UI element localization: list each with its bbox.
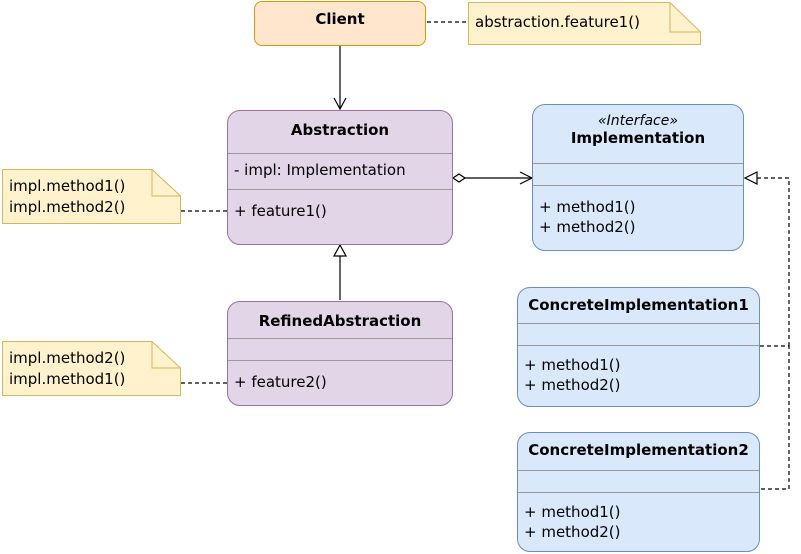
client-name: Client — [315, 10, 365, 28]
abstraction-note-line-1: impl.method1() — [9, 177, 126, 195]
aggregation-diamond — [451, 173, 467, 183]
abstraction-name: Abstraction — [290, 121, 390, 139]
implementation-header: «Interface» Implementation — [533, 105, 743, 147]
abstraction-class[interactable]: Abstraction - impl: Implementation + fea… — [227, 110, 453, 245]
refined-abstraction-class[interactable]: RefinedAbstraction + feature2() — [227, 301, 453, 406]
concrete-implementation-1-name: ConcreteImplementation1 — [528, 296, 749, 314]
inheritance-arrowhead — [332, 243, 348, 257]
implementation-name: Implementation — [570, 129, 706, 147]
interface-stereotype: «Interface» — [598, 113, 678, 129]
implementation-method-2: + method2() — [539, 218, 636, 236]
refined-note-line-2: impl.method1() — [9, 370, 126, 388]
abstraction-note: impl.method1() impl.method2() — [2, 169, 181, 224]
implementation-method-1: + method1() — [539, 198, 636, 216]
concrete-implementation-2-name: ConcreteImplementation2 — [528, 441, 749, 459]
abstraction-method: + feature1() — [234, 202, 327, 220]
refined-note: impl.method2() impl.method1() — [2, 341, 181, 396]
concrete1-method-1: + method1() — [524, 356, 621, 374]
refined-abstraction-name: RefinedAbstraction — [258, 312, 422, 330]
client-note: abstraction.feature1() — [468, 2, 701, 45]
refined-note-line-1: impl.method2() — [9, 349, 126, 367]
abstraction-note-line-2: impl.method2() — [9, 198, 126, 216]
client-note-text: abstraction.feature1() — [475, 13, 640, 31]
concrete1-method-2: + method2() — [524, 376, 621, 394]
concrete-implementation-2-class[interactable]: ConcreteImplementation2 + method1() + me… — [517, 432, 760, 552]
abstraction-attribute: - impl: Implementation — [234, 161, 406, 179]
client-class[interactable]: Client — [254, 1, 426, 46]
realization-line — [760, 345, 790, 490]
concrete2-method-1: + method1() — [524, 503, 621, 521]
refined-abstraction-method: + feature2() — [234, 373, 327, 391]
realization-arrowhead — [743, 171, 758, 185]
concrete-implementation-1-class[interactable]: ConcreteImplementation1 + method1() + me… — [517, 287, 760, 407]
implementation-interface[interactable]: «Interface» Implementation + method1() +… — [532, 104, 744, 251]
concrete2-method-2: + method2() — [524, 523, 621, 541]
